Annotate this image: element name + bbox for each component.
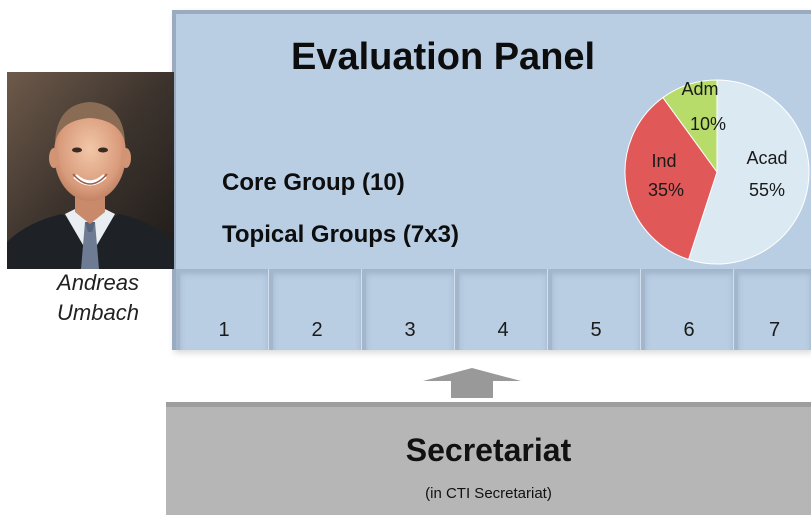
topical-group-box: 6 [641, 269, 734, 350]
composition-pie-chart: Adm 10% Ind 35% Acad 55% [624, 79, 810, 265]
topical-group-box: 2 [269, 269, 362, 350]
secretariat-subtitle: (in CTI Secretariat) [425, 485, 552, 502]
topical-group-box: 7 [734, 269, 811, 350]
topical-group-box: 1 [176, 269, 269, 350]
secretariat-box: Secretariat (in CTI Secretariat) [166, 402, 811, 515]
pie-slice-adm [662, 79, 718, 174]
person-photo [7, 72, 174, 269]
pie-label-ind-name: Ind [651, 151, 676, 171]
pie-label-acad-value: 55% [749, 180, 785, 200]
topical-group-box: 4 [455, 269, 548, 350]
topical-groups-label: Topical Groups (7x3) [222, 221, 459, 248]
topical-group-box: 3 [362, 269, 455, 350]
group-number: 4 [497, 319, 509, 341]
group-number: 6 [683, 319, 695, 341]
group-number: 3 [404, 319, 416, 341]
group-number: 1 [218, 319, 230, 341]
pie-label-ind-value: 35% [648, 180, 684, 200]
panel-title: Evaluation Panel [291, 36, 596, 78]
pie-label-adm-value: 10% [690, 114, 726, 134]
group-number: 2 [311, 319, 323, 341]
pie-slice-acad [687, 79, 810, 265]
topical-group-box: 5 [548, 269, 641, 350]
group-number: 5 [590, 319, 602, 341]
secretariat-title: Secretariat [405, 432, 572, 468]
core-group-label: Core Group (10) [222, 169, 405, 196]
pie-label-acad-name: Acad [746, 148, 787, 168]
person-first-name: Andreas [57, 270, 139, 295]
person-last-name: Umbach [57, 300, 139, 325]
topical-group-row: 1 2 3 4 5 6 7 [176, 269, 811, 350]
up-arrow-icon [423, 368, 521, 398]
pie-slice-ind [624, 96, 718, 261]
person-name: Andreas Umbach [28, 268, 168, 328]
group-number: 7 [768, 319, 781, 341]
pie-label-adm-name: Adm [681, 79, 718, 99]
